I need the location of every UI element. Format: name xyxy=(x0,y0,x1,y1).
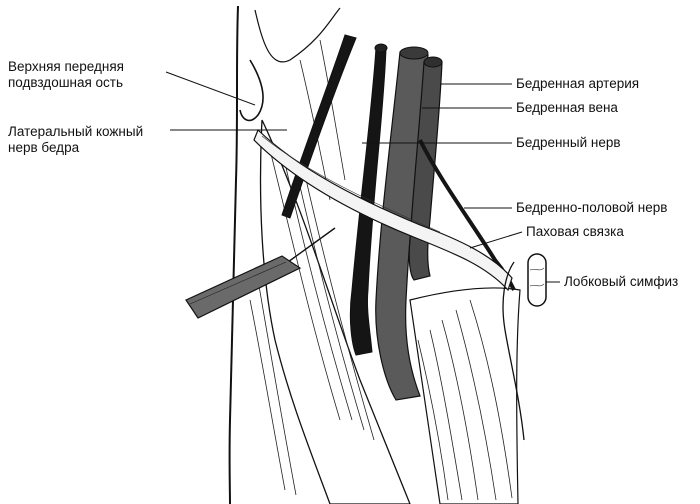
label-asis-line2: подвздошная ость xyxy=(8,75,124,90)
inguinal-ligament-band xyxy=(253,128,513,292)
leader-ligament xyxy=(469,231,523,249)
femoral-vein-cut xyxy=(399,46,429,60)
label-femoral-nerve: Бедренный нерв xyxy=(516,135,621,150)
needle-shaft xyxy=(287,227,336,263)
skin-contour xyxy=(228,5,239,504)
label-femoral-artery: Бедренная артерия xyxy=(516,76,640,91)
label-pubic-symphysis: Лобковый симфиз xyxy=(564,274,679,289)
muscle-hatching xyxy=(249,39,513,501)
anterior-iliac-spine xyxy=(239,59,264,122)
label-lcn-line1: Латеральный кожный xyxy=(8,124,144,139)
label-lateral-cutaneous-nerve: Латеральный кожный нерв бедра xyxy=(8,124,143,156)
pubic-symphysis-shape xyxy=(527,253,547,307)
femoral-artery-cut xyxy=(423,56,443,68)
pelvic-contour xyxy=(502,261,525,441)
label-inguinal-ligament: Паховая связка xyxy=(526,224,624,239)
needle-hub xyxy=(185,255,302,319)
label-genitofemoral-nerve: Бедренно-половой нерв xyxy=(516,200,668,215)
label-asis-line1: Верхняя передняя xyxy=(8,59,124,74)
label-femoral-vein: Бедренная вена xyxy=(516,100,618,115)
femoral-nerve-cut xyxy=(374,43,388,53)
label-asis: Верхняя передняя подвздошная ость xyxy=(8,59,124,91)
adductor-muscle xyxy=(409,287,521,504)
leader-lines xyxy=(165,71,560,283)
leader-asis xyxy=(165,71,256,106)
skin-fold xyxy=(254,7,341,63)
label-lcn-line2: нерв бедра xyxy=(8,140,80,155)
